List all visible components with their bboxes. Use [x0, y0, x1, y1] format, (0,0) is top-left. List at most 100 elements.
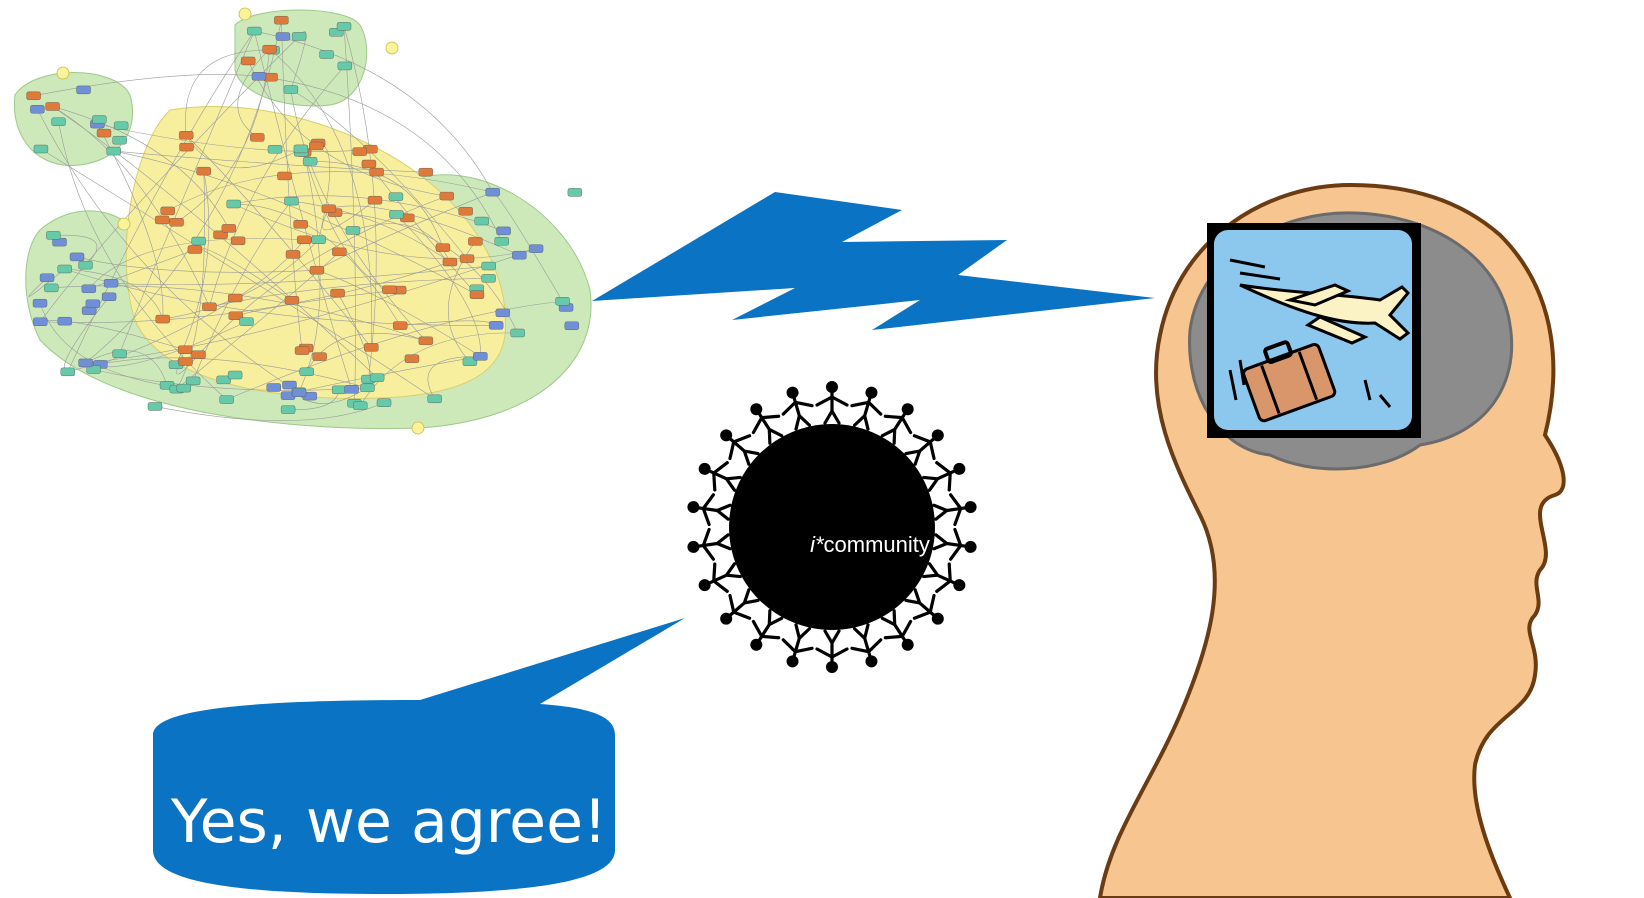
model-element	[312, 236, 326, 244]
model-element	[281, 406, 295, 414]
model-element	[202, 303, 216, 311]
model-element	[556, 297, 570, 305]
model-element	[529, 245, 543, 253]
model-element	[346, 226, 360, 234]
model-element	[303, 157, 317, 165]
person-figure	[847, 623, 888, 672]
model-element	[52, 118, 66, 126]
model-element	[362, 160, 376, 168]
model-element	[148, 402, 162, 410]
person-figure	[776, 623, 817, 672]
model-element	[389, 193, 403, 201]
model-element	[107, 147, 121, 155]
model-element	[468, 237, 482, 245]
model-element	[179, 131, 193, 139]
person-figure	[685, 527, 731, 563]
model-element	[285, 296, 299, 304]
model-element	[274, 16, 288, 24]
model-element	[470, 291, 484, 299]
model-element	[240, 318, 254, 326]
model-element	[332, 386, 346, 394]
person-figure	[933, 491, 979, 527]
model-element	[370, 374, 384, 382]
model-element	[332, 248, 346, 256]
model-element	[309, 142, 323, 150]
model-element	[191, 351, 205, 359]
model-element	[192, 237, 206, 245]
model-element	[197, 167, 211, 175]
actor-node	[239, 8, 251, 20]
person-figure	[685, 491, 731, 527]
model-element	[294, 145, 308, 153]
model-element	[300, 368, 314, 376]
model-element	[102, 293, 116, 301]
callout-text: Yes, we agree!!	[158, 772, 644, 872]
model-element	[322, 205, 336, 213]
model-element	[568, 188, 582, 196]
istar-model-graph	[0, 0, 620, 450]
model-element	[276, 33, 290, 41]
model-element	[475, 217, 489, 225]
model-element	[460, 255, 474, 263]
community-label: i* community	[770, 525, 970, 565]
model-element	[188, 246, 202, 254]
model-element	[353, 148, 367, 156]
model-element	[482, 262, 496, 270]
model-element	[30, 105, 44, 113]
model-element	[79, 359, 93, 367]
model-element	[337, 22, 351, 30]
model-element	[77, 86, 91, 94]
model-element	[353, 402, 367, 410]
model-element	[440, 192, 454, 200]
model-element	[186, 377, 200, 385]
model-element	[377, 399, 391, 407]
model-element	[294, 220, 308, 228]
model-element	[113, 136, 127, 144]
model-element	[382, 286, 396, 294]
model-element	[482, 274, 496, 282]
model-element	[368, 196, 382, 204]
model-element	[228, 371, 242, 379]
model-element	[489, 321, 503, 329]
model-element	[338, 62, 352, 70]
community-label-prefix: i*	[810, 532, 823, 558]
model-element	[58, 265, 72, 273]
model-element	[284, 197, 298, 205]
model-element	[170, 218, 184, 226]
model-element	[178, 346, 192, 354]
model-element	[33, 318, 47, 326]
model-element	[178, 358, 192, 366]
model-element	[114, 122, 128, 130]
model-element	[292, 389, 306, 397]
model-element	[459, 207, 473, 215]
model-element	[419, 337, 433, 345]
model-element	[231, 237, 245, 245]
model-element	[370, 168, 384, 176]
model-element	[486, 188, 500, 196]
model-element	[565, 322, 579, 330]
model-element	[405, 355, 419, 363]
model-element	[227, 200, 241, 208]
model-element	[82, 285, 96, 293]
model-element	[443, 258, 457, 266]
model-element	[161, 207, 175, 215]
model-element	[58, 317, 72, 325]
model-element	[292, 32, 306, 40]
model-element	[267, 383, 281, 391]
model-element	[331, 289, 345, 297]
model-element	[46, 102, 60, 110]
model-element	[104, 279, 118, 287]
model-element	[86, 300, 100, 308]
model-element	[393, 322, 407, 330]
model-element	[284, 86, 298, 94]
actor-node	[118, 218, 130, 230]
actor-node	[386, 42, 398, 54]
person-figure	[817, 381, 847, 423]
model-element	[345, 385, 359, 393]
model-element	[250, 133, 264, 141]
model-element	[79, 261, 93, 269]
model-element	[364, 343, 378, 351]
model-element	[428, 395, 442, 403]
model-element	[33, 299, 47, 307]
model-element	[44, 284, 58, 292]
